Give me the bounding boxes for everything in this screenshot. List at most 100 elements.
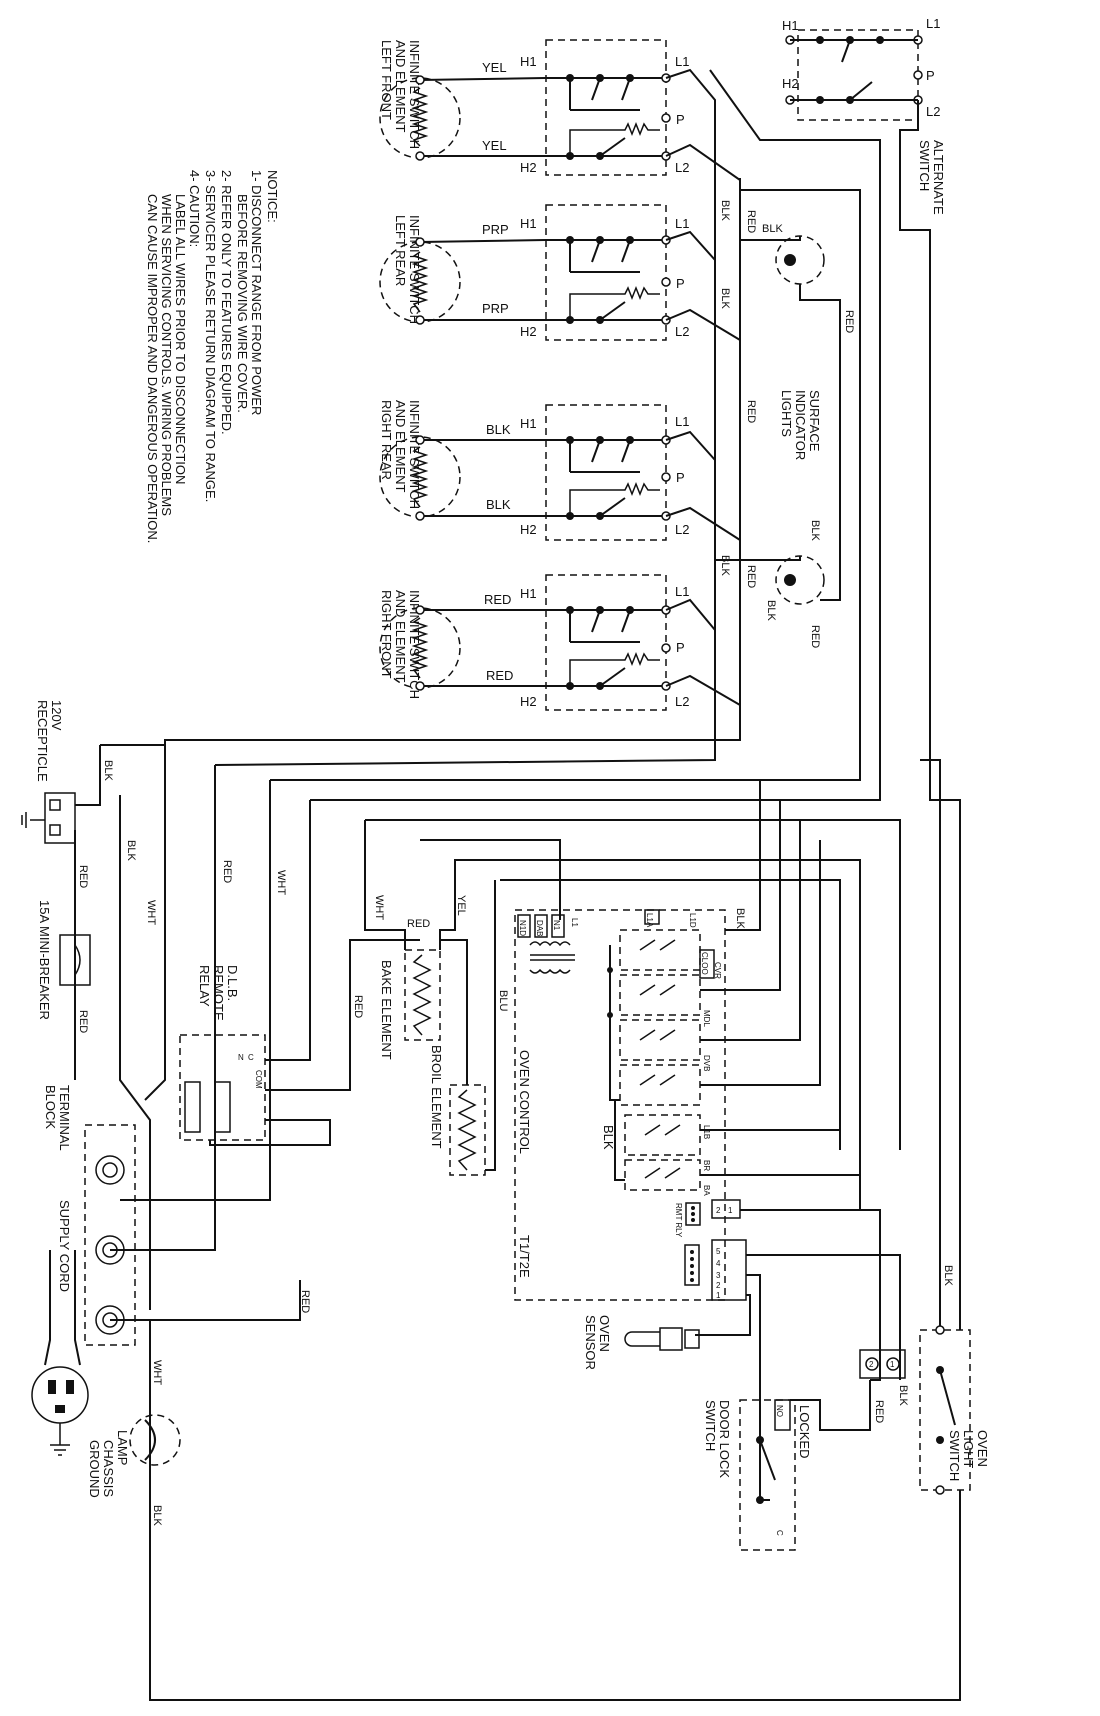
connector-1-2: 2 1 BLK	[859, 1349, 909, 1406]
surface-light-1	[775, 235, 825, 285]
door-lock-label-1: DOOR LOCK	[717, 1400, 732, 1478]
wire-label-wht-relay: WHT	[373, 895, 385, 920]
supply-plug: CHASSIS GROUND	[31, 1250, 116, 1498]
notice-line-2: BEFORE REMOVING WIRE COVER.	[235, 194, 250, 413]
wire-label-blk-light-2: BLK	[809, 520, 821, 541]
alt-terminal-h1: H1	[782, 18, 799, 33]
receptacle-label-2: RECEPTICLE	[35, 700, 50, 782]
alt-terminal-l1: L1	[926, 16, 940, 31]
transformer-label-n1: N1	[552, 920, 561, 931]
terminal-l2-rf: L2	[675, 694, 689, 709]
notice-title: NOTICE:	[265, 170, 280, 223]
connector-3: 3	[716, 1271, 721, 1280]
notice-line-1: 1- DISCONNECT RANGE FROM POWER	[249, 170, 264, 415]
infinite-switch-right-rear: INFINITE SWITCH AND ELEMENT RIGHT REAR B…	[379, 400, 689, 541]
terminal-l1-lr: L1	[675, 216, 689, 231]
breaker-label: 15A MINI-BREAKER	[37, 900, 52, 1020]
wire-label-red-light-2: RED	[809, 625, 821, 648]
connector-5: 5	[716, 1247, 721, 1256]
wire-label-red-supply: RED	[299, 1290, 311, 1313]
relay-label-mdl: MDL	[702, 1010, 711, 1027]
terminal-h2-rf: H2	[520, 694, 537, 709]
notice-block: NOTICE: 1- DISCONNECT RANGE FROM POWER B…	[145, 170, 280, 543]
wire-label-blk-control: BLK	[734, 908, 746, 929]
wire-label-blk-bus-2: BLK	[719, 288, 731, 309]
transformer-label-dab: DAB	[535, 920, 544, 936]
oven-sensor-label-1: OVEN	[597, 1315, 612, 1352]
switch-left-front-label-2: AND ELEMENT	[393, 40, 408, 133]
chassis-ground-label-2: GROUND	[87, 1440, 102, 1498]
terminal-l2-lf: L2	[675, 160, 689, 175]
connector-pin-1: 1	[728, 1206, 733, 1215]
oven-control: N1D DAB N1 L1 OVEN CONTROL T1/T2E L1A L1…	[514, 780, 901, 1501]
wire-label-red-bus-3: RED	[745, 565, 757, 588]
wire-label-yel-bake: YEL	[455, 895, 467, 916]
wire-label-prp-bottom: PRP	[482, 301, 509, 316]
terminal-block-label-2: BLOCK	[43, 1085, 58, 1129]
dlb-relay-label-2: REMOTE	[211, 965, 226, 1021]
door-lock-contact-c: C	[775, 1530, 784, 1536]
surface-lights-label-2: INDICATOR	[793, 390, 808, 460]
wire-label-red-tb: RED	[221, 860, 233, 883]
switch-left-front-label-3: LEFT FRONT	[379, 40, 394, 120]
oven-sensor: OVEN SENSOR	[583, 1315, 700, 1370]
wire-label-red-sw4-bottom: RED	[486, 668, 513, 683]
terminal-p-rf: P	[676, 640, 685, 655]
wire-label-blk-sw3-top: BLK	[486, 422, 511, 437]
wire-label-prp-top: PRP	[482, 222, 509, 237]
alt-terminal-l2: L2	[926, 104, 940, 119]
alternate-switch: H1 H2 L1 P L2 ALTERNATE SWITCH	[782, 16, 946, 590]
wire-label-red-bus-2: RED	[745, 400, 757, 423]
switch-left-front-label-1: INFINITE SWITCH	[407, 40, 422, 149]
relay-label-dvb: DVB	[702, 1055, 711, 1071]
terminal-h1-lr: H1	[520, 216, 537, 231]
notice-line-8: CAN CAUSE IMPROPER AND DANGEROUS OPERATI…	[145, 194, 160, 543]
terminal-h1-rf: H1	[520, 586, 537, 601]
notice-line-7: WHEN SERVICING CONTROLS. WIRING PROBLEMS	[159, 194, 174, 516]
relay-pin-c: C	[248, 1053, 254, 1062]
connector-pin-1-2: 2	[869, 1360, 874, 1369]
wire-label-blk-light-1: BLK	[762, 223, 783, 235]
dlb-relay-label-1: D.L.B.	[225, 965, 240, 1001]
switch-right-front-label-3: RIGHT FRONT	[379, 590, 394, 679]
mini-breaker: 15A MINI-BREAKER RED	[37, 900, 91, 1033]
connector-pin-2: 2	[716, 1206, 721, 1215]
alternate-switch-label-1: ALTERNATE	[931, 140, 946, 215]
wire-label-blk-lamp: BLK	[151, 1505, 163, 1526]
infinite-switch-left-front: INFINITE SWITCH AND ELEMENT LEFT FRONT Y…	[379, 39, 689, 176]
oven-light-switch-label-1: OVEN	[975, 1430, 990, 1467]
broil-element: BROIL ELEMENT BLU	[429, 880, 509, 1176]
lamp-label: LAMP	[115, 1430, 130, 1465]
terminal-h1-lf: H1	[520, 54, 537, 69]
notice-line-3: 2- REFER ONLY TO FEATURES EQUIPPED.	[219, 170, 234, 435]
relay-pin-n: N	[238, 1053, 244, 1062]
relay-label-l1a: L1A	[645, 913, 654, 928]
terminal-l2-lr: L2	[675, 324, 689, 339]
connector-2: 2	[716, 1281, 721, 1290]
wire-label-blk-lightswitch: BLK	[942, 1265, 954, 1286]
door-lock-state: LOCKED	[797, 1405, 812, 1458]
connector-pin-1-1: 1	[890, 1360, 895, 1369]
bake-element-label: BAKE ELEMENT	[379, 960, 394, 1060]
terminal-l1-lf: L1	[675, 54, 689, 69]
oven-light-switch-label-2: LIGHT	[961, 1430, 976, 1468]
connector-1: 1	[716, 1291, 721, 1300]
terminal-h2-lr: H2	[520, 324, 537, 339]
wire-label-yel-bottom: YEL	[482, 138, 507, 153]
oven-lamp: LAMP	[115, 1414, 181, 1466]
relay-pin-com: COM	[254, 1070, 263, 1089]
wire-label-blk-recept: BLK	[102, 760, 114, 781]
switch-bus-wires: BLK RED BLK RED BLK RED	[665, 68, 881, 730]
main-bus-lines	[100, 585, 961, 1330]
wire-label-blu-broil: BLU	[497, 990, 509, 1011]
terminal-h1-rr: H1	[520, 416, 537, 431]
relay-label-br: BR	[702, 1160, 711, 1171]
chassis-ground-label-1: CHASSIS	[101, 1440, 116, 1497]
switch-right-front-label-1: INFINITE SWITCH	[407, 590, 422, 699]
relay-label-ba: BA	[702, 1185, 711, 1196]
alt-terminal-h2: H2	[782, 76, 799, 91]
infinite-switch-left-rear: INFINITE SWITCH LEFT REAR PRP PRP H1 H2 …	[379, 204, 689, 341]
door-lock-label-2: SWITCH	[703, 1400, 718, 1451]
connector-4: 4	[716, 1259, 721, 1268]
wire-label-wht-tb-2: WHT	[275, 870, 287, 895]
